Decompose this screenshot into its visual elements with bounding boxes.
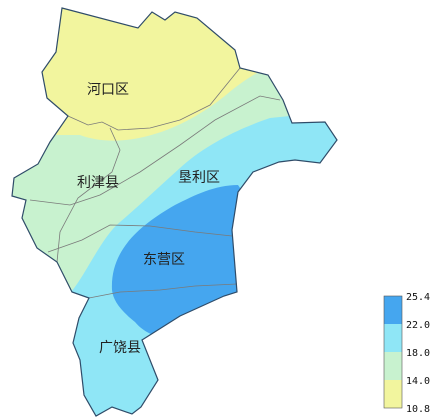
legend-tick-14-0: 14.0: [406, 376, 430, 387]
legend: 25.4 22.0 18.0 14.0 10.8: [383, 292, 430, 415]
district-label-kenli: 垦利区: [178, 170, 220, 186]
legend-tick-10-8: 10.8: [406, 404, 430, 415]
legend-swatch-22-25-4: [384, 296, 402, 324]
legend-swatch-14-18: [384, 352, 402, 380]
district-labels: 河口区 利津县 垦利区 东营区 广饶县: [77, 82, 220, 356]
kenli-dongying-boundary: [47, 224, 233, 253]
district-label-hekou: 河口区: [87, 82, 129, 98]
district-boundaries: [29, 67, 281, 299]
dongying-guangrao-boundary: [88, 283, 238, 299]
legend-frame: [383, 295, 403, 409]
district-label-guangrao: 广饶县: [99, 340, 141, 356]
legend-tick-25-4: 25.4: [406, 292, 430, 303]
district-label-dongying: 东营区: [143, 252, 185, 268]
interior-line-north: [29, 95, 281, 206]
legend-swatch-10-8-14: [384, 380, 402, 408]
legend-tick-22-0: 22.0: [406, 320, 430, 331]
legend-swatch-18-22: [384, 324, 402, 352]
hekou-boundary: [67, 67, 241, 131]
legend-tick-18-0: 18.0: [406, 348, 430, 359]
lijin-kenli-boundary: [56, 127, 121, 263]
district-label-lijin: 利津县: [77, 175, 119, 191]
